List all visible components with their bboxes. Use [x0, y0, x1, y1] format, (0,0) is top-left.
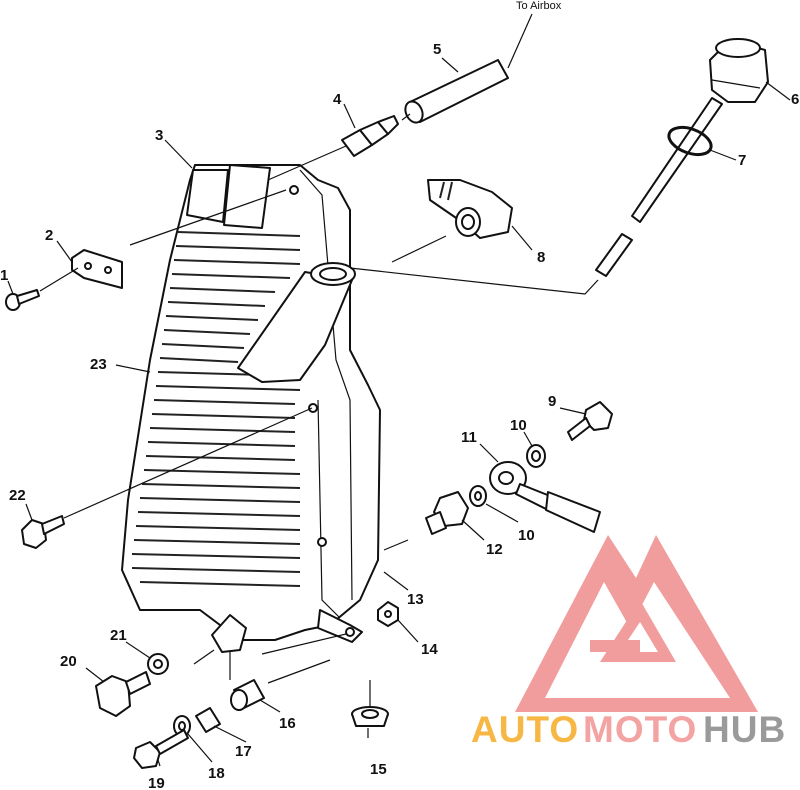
nut-part-14	[377, 601, 399, 627]
callout-8: 8	[537, 249, 545, 266]
tank-fins	[131, 231, 301, 587]
callout-2: 2	[45, 227, 53, 244]
hose-part-5	[404, 59, 509, 124]
callout-17: 17	[235, 743, 252, 760]
grommet-part-15	[351, 680, 389, 727]
callout-7: 7	[738, 152, 746, 169]
wordmark-hub: HUB	[703, 709, 786, 750]
elbow-part-8	[427, 179, 513, 239]
callout-13: 13	[407, 591, 424, 608]
callout-15: 15	[370, 761, 387, 778]
callout-12: 12	[486, 541, 503, 558]
callout-6: 6	[791, 91, 799, 108]
callout-1: 1	[0, 267, 8, 284]
callout-10-lower: 10	[518, 527, 535, 544]
callout-3: 3	[155, 127, 163, 144]
callout-16: 16	[279, 715, 296, 732]
callout-21: 21	[110, 627, 127, 644]
callout-10-upper: 10	[510, 417, 527, 434]
washer-part-21	[147, 653, 169, 675]
bushing-part-16	[230, 679, 265, 711]
plate-part-2	[71, 249, 123, 289]
callout-18: 18	[208, 765, 225, 782]
washer-part-10-upper	[526, 444, 546, 468]
callout-23: 23	[90, 356, 107, 373]
o-ring-part-7	[667, 125, 713, 157]
wordmark-auto: AUTO	[471, 709, 579, 750]
oil-tank	[121, 164, 381, 680]
callout-5: 5	[433, 41, 441, 58]
automotohub-wordmark: AUTO MOTO HUB	[471, 709, 786, 750]
callout-9: 9	[548, 393, 556, 410]
dipstick-cap-part-6	[631, 38, 769, 223]
bolt-part-22	[21, 515, 65, 549]
fitting-part-4	[341, 115, 399, 157]
bolt-part-19	[133, 729, 189, 769]
banjo-fitting-part-11	[489, 461, 601, 533]
note-to-airbox: To Airbox	[516, 0, 562, 12]
spacer-part-17	[195, 707, 221, 733]
dipstick-rod	[595, 233, 633, 277]
callout-20: 20	[60, 653, 77, 670]
callout-11: 11	[461, 429, 477, 446]
callout-22: 22	[9, 487, 26, 504]
screw-part-1	[5, 289, 40, 311]
automotohub-logo	[515, 535, 758, 712]
leader-lines	[7, 13, 791, 767]
washer-part-10-lower	[469, 485, 487, 507]
wordmark-moto: MOTO	[583, 709, 697, 750]
bolt-part-9	[567, 401, 613, 441]
callout-14: 14	[421, 641, 438, 658]
fitting-part-12	[425, 491, 469, 535]
callout-19: 19	[148, 775, 165, 790]
callout-4: 4	[333, 91, 342, 108]
drain-plug-part-20	[95, 671, 151, 717]
